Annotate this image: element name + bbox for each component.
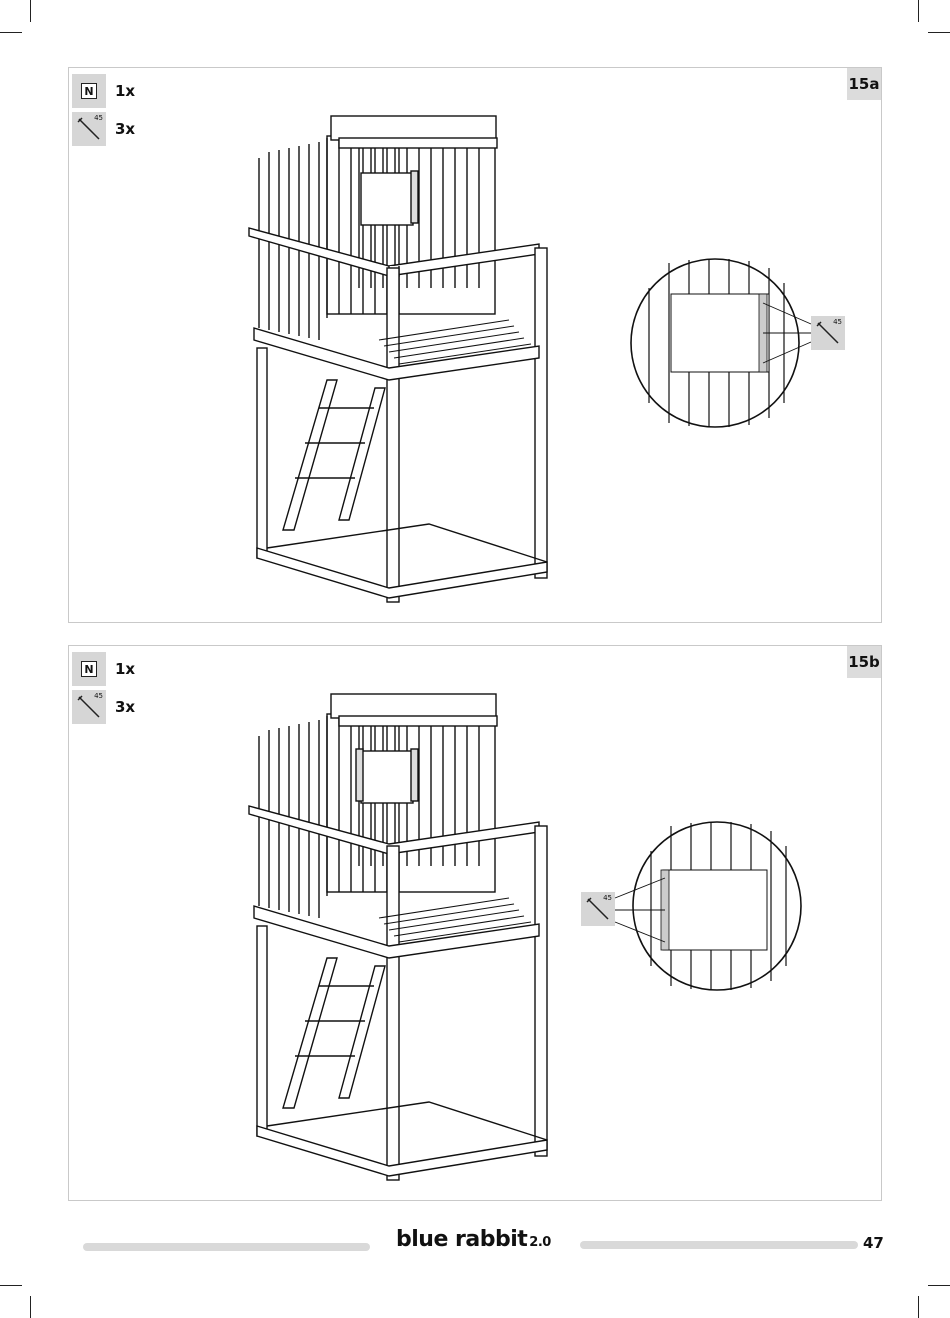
footer-bar-left bbox=[83, 1243, 370, 1251]
crop-mark bbox=[30, 0, 31, 22]
ladder bbox=[283, 380, 385, 530]
detail-screw-icon: 45 bbox=[811, 316, 845, 350]
step-panel-15b: 15b N 1x 45 3x bbox=[68, 645, 882, 1201]
detail-view bbox=[631, 259, 811, 427]
detail-screw-icon: 45 bbox=[581, 892, 615, 926]
crop-mark bbox=[30, 1296, 31, 1318]
step-panel-15a: 15a N 1x 45 3x bbox=[68, 67, 882, 623]
footer-bar-right bbox=[580, 1241, 858, 1249]
crop-mark bbox=[918, 0, 919, 22]
ladder bbox=[283, 958, 385, 1108]
playhouse-drawing bbox=[69, 68, 881, 622]
crop-mark bbox=[0, 32, 22, 33]
back-wall bbox=[327, 116, 497, 314]
back-wall bbox=[327, 694, 497, 892]
page-number: 47 bbox=[863, 1234, 884, 1252]
crop-mark bbox=[928, 32, 950, 33]
detail-view bbox=[615, 822, 801, 990]
crop-mark bbox=[918, 1296, 919, 1318]
crop-mark bbox=[0, 1285, 22, 1286]
crop-mark bbox=[928, 1285, 950, 1286]
screw-length: 45 bbox=[833, 318, 842, 326]
playhouse-drawing bbox=[69, 646, 881, 1200]
screw-length: 45 bbox=[603, 894, 612, 902]
